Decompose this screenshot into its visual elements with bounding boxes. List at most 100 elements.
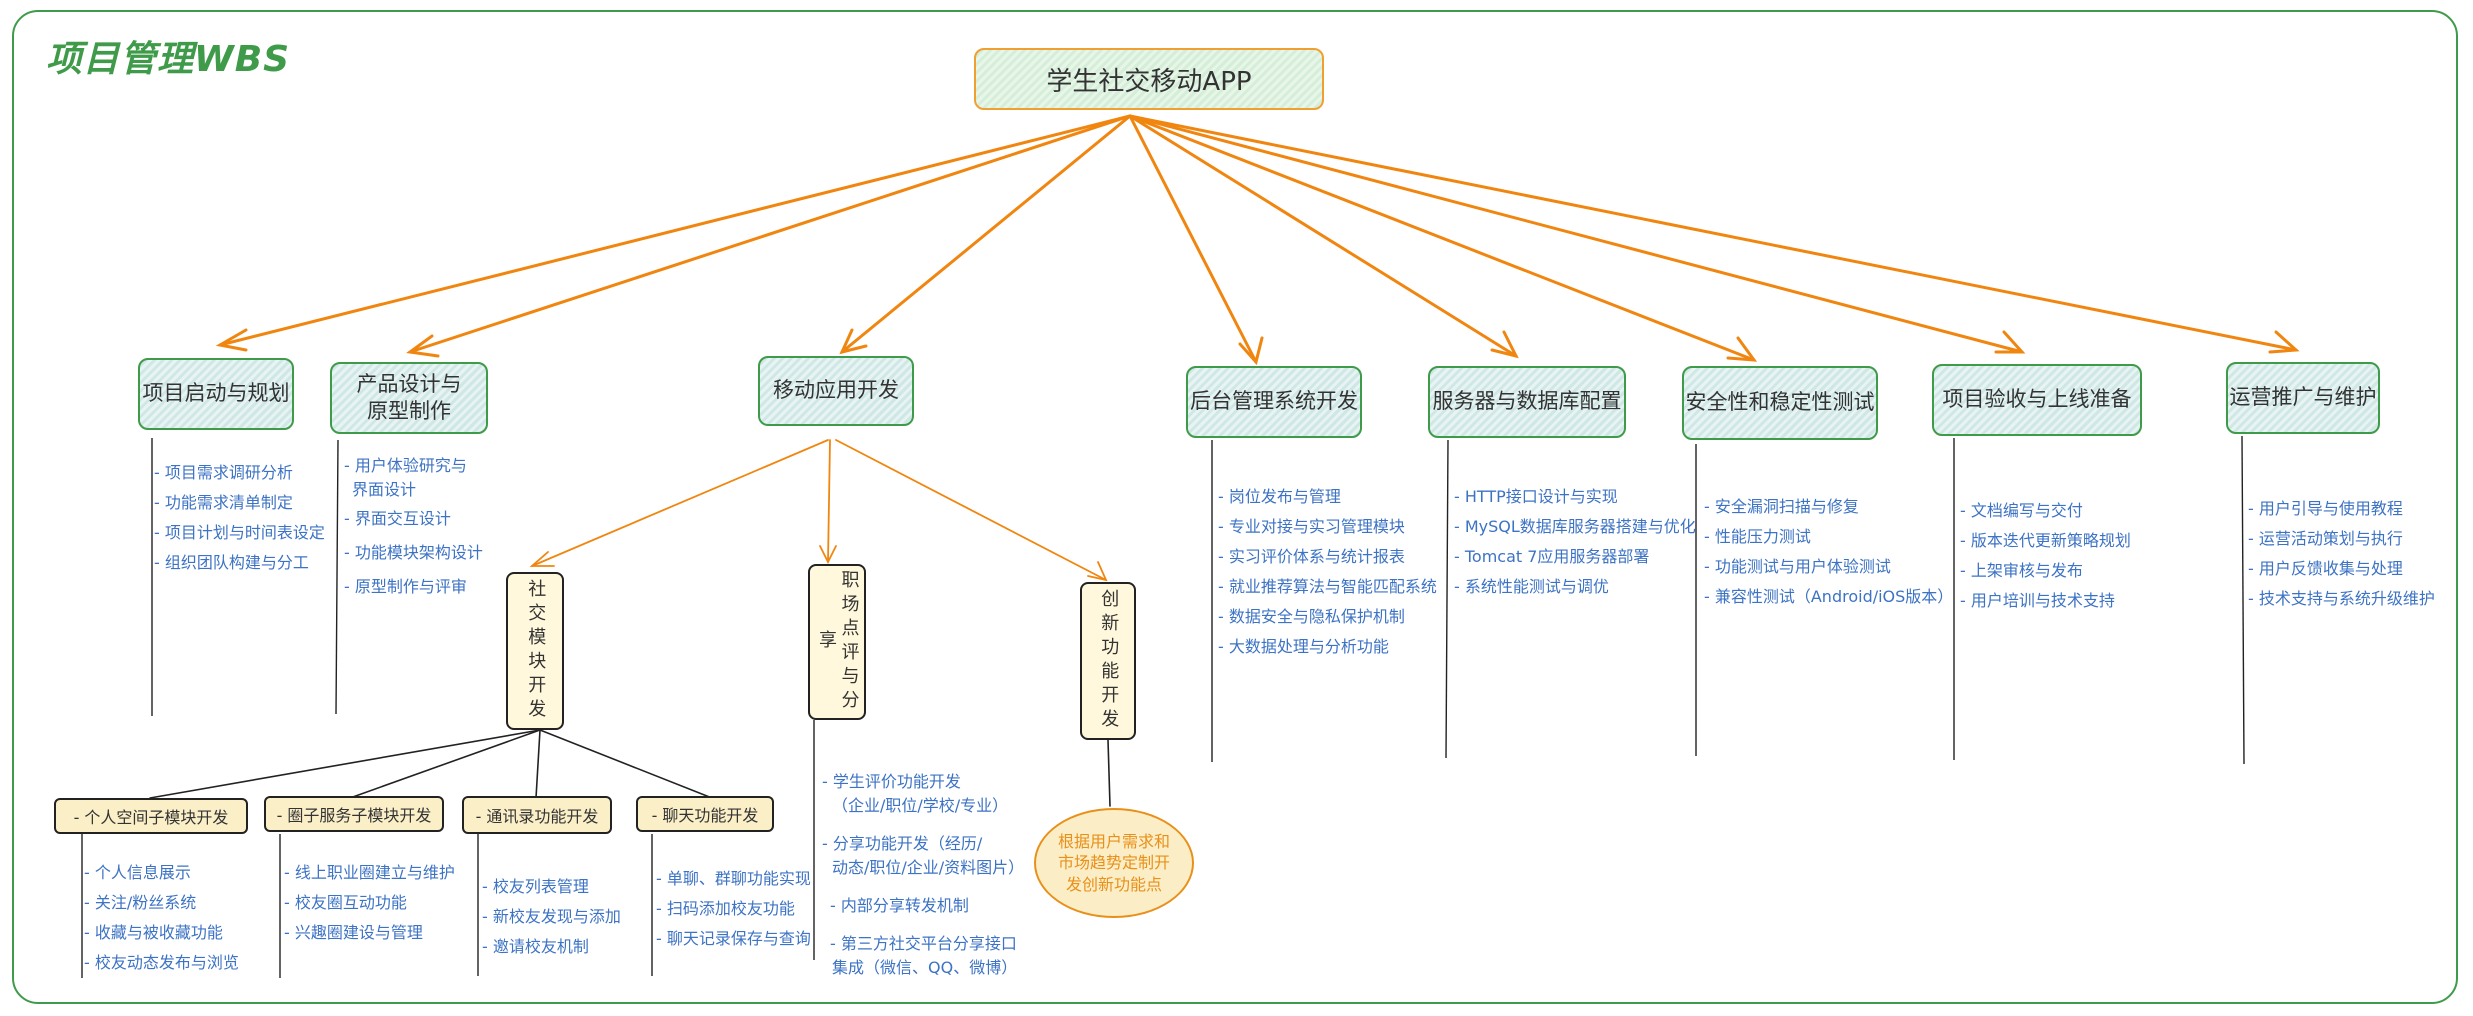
innovation-note-text: 根据用户需求和市场趋势定制开发创新功能点 bbox=[1057, 831, 1170, 894]
list-item: - 收藏与被收藏功能 bbox=[84, 923, 223, 942]
phase-node-5: 服务器与数据库配置 bbox=[1428, 366, 1626, 438]
list-item: - 校友动态发布与浏览 bbox=[84, 953, 239, 972]
arrowhead-career bbox=[819, 545, 837, 565]
arrowhead-phase3 bbox=[839, 328, 868, 355]
root-label: 学生社交移动APP bbox=[1046, 66, 1252, 97]
list-item: - 扫码添加校友功能 bbox=[656, 899, 795, 918]
list-item: - 上架审核与发布 bbox=[1960, 561, 2083, 580]
list-item: - 原型制作与评审 bbox=[344, 577, 467, 596]
career-review-node: 职场点评与分享 bbox=[808, 564, 866, 720]
phase-items-5: - HTTP接口设计与实现 - MySQL数据库服务器搭建与优化 - Tomca… bbox=[1454, 482, 1696, 602]
phase-node-6: 安全性和稳定性测试 bbox=[1682, 366, 1878, 440]
submodule-label: - 个人空间子模块开发 bbox=[73, 808, 229, 827]
list-item: - 新校友发现与添加 bbox=[482, 907, 621, 926]
edge-root-phase1 bbox=[218, 114, 1132, 347]
list-item: - Tomcat 7应用服务器部署 bbox=[1454, 547, 1650, 566]
list-item: - 线上职业圈建立与维护 bbox=[284, 863, 455, 882]
list-item: - 就业推荐算法与智能匹配系统 bbox=[1218, 577, 1437, 596]
edge-root-phase6 bbox=[1128, 114, 1756, 362]
phase-label: 服务器与数据库配置 bbox=[1432, 389, 1622, 414]
arrowhead-phase8 bbox=[2268, 330, 2300, 354]
list-item: - 功能模块架构设计 bbox=[344, 543, 483, 562]
list-item: - HTTP接口设计与实现 bbox=[1454, 487, 1618, 506]
list-item: - 组织团队构建与分工 bbox=[154, 553, 309, 572]
list-item: - 校友列表管理 bbox=[482, 877, 589, 896]
phase-items-1: - 项目需求调研分析 - 功能需求清单制定 - 项目计划与时间表设定 - 组织团… bbox=[154, 458, 325, 578]
branch-social-2 bbox=[349, 729, 541, 799]
list-item: 动态/职位/企业/资料图片） bbox=[832, 858, 1025, 877]
list-item: - 系统性能测试与调优 bbox=[1454, 577, 1609, 596]
list-item: - 单聊、群聊功能实现 bbox=[656, 869, 811, 888]
diagram-title: 项目管理WBS bbox=[46, 39, 291, 80]
root-node: 学生社交移动APP bbox=[974, 48, 1324, 110]
phase-node-8: 运营推广与维护 bbox=[2226, 362, 2380, 434]
submodule-items-3: - 校友列表管理 - 新校友发现与添加 - 邀请校友机制 bbox=[482, 872, 621, 962]
phase-items-2: - 用户体验研究与 界面设计 - 界面交互设计 - 功能模块架构设计 - 原型制… bbox=[344, 454, 483, 604]
phase-node-4: 后台管理系统开发 bbox=[1186, 366, 1362, 438]
list-item: - 项目需求调研分析 bbox=[154, 463, 293, 482]
branch-social-4 bbox=[539, 729, 713, 799]
phase-label: 运营推广与维护 bbox=[2229, 385, 2377, 410]
list-item: - 学生评价功能开发 bbox=[822, 772, 961, 791]
list-item: - 技术支持与系统升级维护 bbox=[2248, 589, 2435, 608]
submodule-items-1: - 个人信息展示 - 关注/粉丝系统 - 收藏与被收藏功能 - 校友动态发布与浏… bbox=[84, 858, 239, 978]
list-item: - 分享功能开发（经历/ bbox=[822, 834, 983, 853]
list-item: 集成（微信、QQ、微博） bbox=[832, 958, 1018, 977]
social-submodule-2: - 圈子服务子模块开发 bbox=[264, 796, 444, 832]
phase-label: 安全性和稳定性测试 bbox=[1685, 390, 1875, 415]
edge-mobile-innovation bbox=[835, 439, 1107, 581]
submodule-items-2: - 线上职业圈建立与维护 - 校友圈互动功能 - 兴趣圈建设与管理 bbox=[284, 858, 455, 948]
list-item: - 功能测试与用户体验测试 bbox=[1704, 557, 1891, 576]
arrowhead-phase7 bbox=[1994, 330, 2026, 354]
innovation-note: 根据用户需求和市场趋势定制开发创新功能点 bbox=[1034, 808, 1194, 918]
list-item: - 关注/粉丝系统 bbox=[84, 893, 197, 912]
phase-node-1: 项目启动与规划 bbox=[138, 358, 294, 430]
arrowhead-phase6 bbox=[1726, 336, 1758, 362]
list-item: - 兼容性测试（Android/iOS版本） bbox=[1704, 587, 1954, 606]
list-item: - 性能压力测试 bbox=[1704, 527, 1811, 546]
list-item: 界面设计 bbox=[352, 480, 417, 499]
list-item: - 用户培训与技术支持 bbox=[1960, 591, 2115, 610]
list-item: - 用户反馈收集与处理 bbox=[2248, 559, 2403, 578]
phase-node-7: 项目验收与上线准备 bbox=[1932, 364, 2142, 436]
innovation-node: 创新功能开发 bbox=[1080, 582, 1136, 740]
submodule-items-4: - 单聊、群聊功能实现 - 扫码添加校友功能 - 聊天记录保存与查询 bbox=[656, 864, 811, 954]
career-review-label: 职场点评与分享 bbox=[816, 570, 860, 714]
list-item: （企业/职位/学校/专业） bbox=[832, 796, 1009, 815]
arrowhead-innovation bbox=[1087, 561, 1108, 582]
list-item: - 界面交互设计 bbox=[344, 509, 451, 528]
submodule-label: - 聊天功能开发 bbox=[651, 806, 759, 825]
arrowhead-phase1 bbox=[215, 328, 248, 352]
arrowhead-phase4 bbox=[1238, 336, 1264, 366]
social-module-label: 社交模块开发 bbox=[525, 579, 547, 723]
phase-label: 项目启动与规划 bbox=[142, 381, 290, 406]
branch-social-3 bbox=[535, 729, 541, 799]
arrowhead-phase2 bbox=[406, 334, 440, 358]
list-item: - 用户体验研究与 bbox=[344, 456, 467, 475]
branch-social-1 bbox=[149, 729, 541, 799]
phase-node-2: 产品设计与原型制作 bbox=[330, 362, 488, 434]
list-item: - 数据安全与隐私保护机制 bbox=[1218, 607, 1405, 626]
phase-items-4: - 岗位发布与管理 - 专业对接与实习管理模块 - 实习评价体系与统计报表 - … bbox=[1218, 482, 1437, 662]
list-item: - 专业对接与实习管理模块 bbox=[1218, 517, 1405, 536]
arrowhead-phase5 bbox=[1490, 330, 1519, 359]
list-item: - 实习评价体系与统计报表 bbox=[1218, 547, 1405, 566]
phase-items-7: - 文档编写与交付 - 版本迭代更新策略规划 - 上架审核与发布 - 用户培训与… bbox=[1960, 496, 2131, 616]
list-item: - 岗位发布与管理 bbox=[1218, 487, 1341, 506]
social-module-node: 社交模块开发 bbox=[506, 572, 564, 730]
arrowhead-social bbox=[529, 551, 555, 567]
phase-label: 产品设计与原型制作 bbox=[356, 371, 462, 423]
edge-root-phase3 bbox=[840, 114, 1132, 354]
stem-phase8 bbox=[2241, 435, 2245, 765]
list-item: - 功能需求清单制定 bbox=[154, 493, 293, 512]
innovation-label: 创新功能开发 bbox=[1098, 589, 1120, 733]
list-item: - MySQL数据库服务器搭建与优化 bbox=[1454, 517, 1696, 536]
connector-innovation-note bbox=[1107, 739, 1111, 807]
submodule-label: - 通讯录功能开发 bbox=[475, 807, 599, 826]
list-item: - 校友圈互动功能 bbox=[284, 893, 407, 912]
phase-items-8: - 用户引导与使用教程 - 运营活动策划与执行 - 用户反馈收集与处理 - 技术… bbox=[2248, 494, 2435, 614]
list-item: - 版本迭代更新策略规划 bbox=[1960, 531, 2131, 550]
phase-label: 项目验收与上线准备 bbox=[1942, 387, 2132, 412]
edge-root-phase8 bbox=[1128, 114, 2298, 352]
career-items: - 学生评价功能开发 （企业/职位/学校/专业） - 分享功能开发（经历/ 动态… bbox=[822, 770, 1024, 980]
